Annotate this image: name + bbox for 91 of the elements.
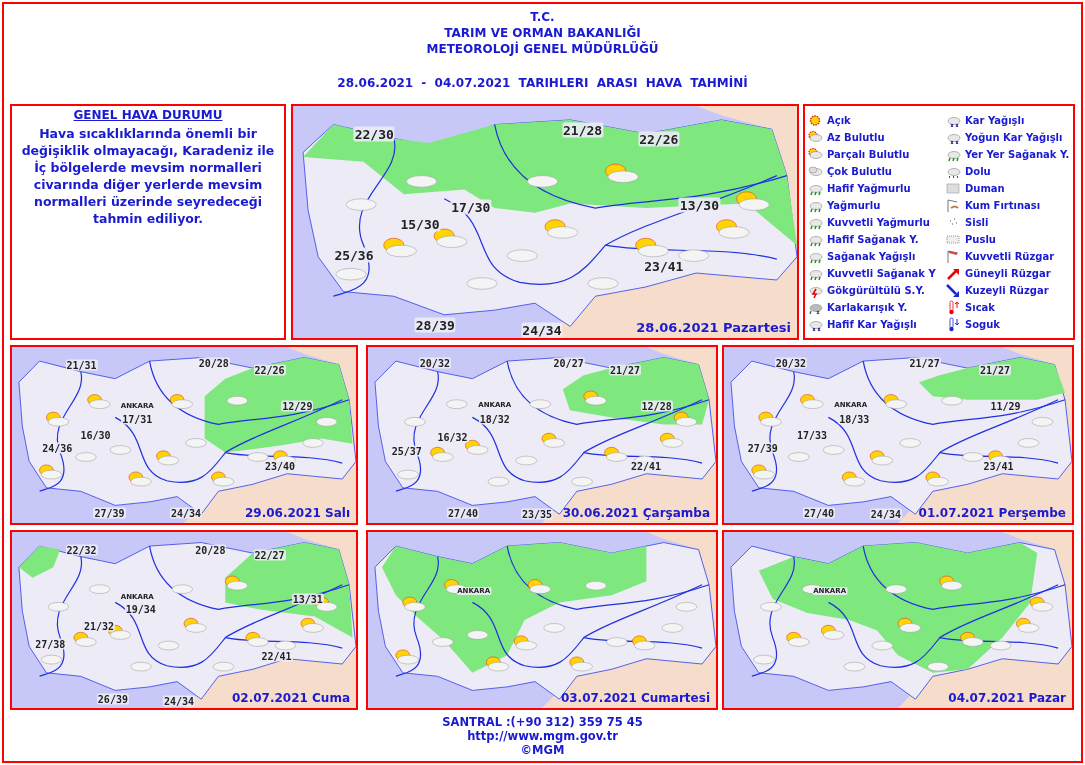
date-label: 03.07.2021 Cumartesi bbox=[560, 691, 710, 705]
legend-text: Yağmurlu bbox=[827, 200, 881, 211]
temperature-label: 19/34 bbox=[124, 603, 157, 615]
panel-heading: GENEL HAVA DURUMU bbox=[73, 108, 223, 122]
temperature-label: 21/27 bbox=[979, 364, 1012, 376]
forecast-paragraph: Hava sıcaklıklarında önemli bir değişiklik olmayacağı, Karadeniz ile İç bölgelerde mevsim normalleri civarında diğer yerlerde mevsim normalleri üzerinde seyredeceği tahmin ediliyor. bbox=[20, 125, 276, 227]
temperature-label: 16/32 bbox=[436, 431, 469, 443]
temperature-label: 24/36 bbox=[41, 442, 74, 454]
organization-name: TARIM VE ORMAN BAKANLIĞI bbox=[444, 26, 641, 40]
page-title: 28.06.2021 - 04.07.2021 TARIHLERI ARASI HAVA TAHMİNİ bbox=[337, 76, 748, 90]
web-address: http://www.mgm.gov.tr bbox=[467, 729, 618, 743]
temperature-label: 23/41 bbox=[982, 460, 1015, 472]
temperature-label: 20/32 bbox=[774, 357, 807, 369]
date-label: 28.06.2021 Pazartesi bbox=[636, 320, 791, 335]
temperature-label: 13/30 bbox=[678, 197, 720, 213]
temperature-label: 26/39 bbox=[96, 693, 129, 705]
temperature-label: 27/39 bbox=[93, 507, 126, 519]
temperature-label: 18/33 bbox=[838, 413, 871, 425]
date-label: 01.07.2021 Perşembe bbox=[918, 506, 1066, 520]
temperature-label: 24/34 bbox=[521, 322, 563, 338]
legend-text: Soguk bbox=[965, 319, 1000, 330]
legend-text: Duman bbox=[965, 183, 1005, 194]
legend-text: Kum Fırtınası bbox=[965, 200, 1041, 211]
legend-text: Güneyli Rüzgar bbox=[965, 268, 1051, 279]
temperature-label: 21/27 bbox=[908, 357, 941, 369]
temperature-label: 22/26 bbox=[253, 364, 286, 376]
temperature-label: 25/36 bbox=[333, 247, 375, 263]
legend-text: Sisli bbox=[965, 217, 989, 228]
legend-text: Kar Yağışlı bbox=[965, 115, 1025, 126]
temperature-label: 12/28 bbox=[640, 400, 673, 412]
temperature-label: 20/32 bbox=[418, 357, 451, 369]
legend-text: Dolu bbox=[965, 166, 991, 177]
legend-text: Kuvvetli Rüzgar bbox=[965, 251, 1055, 262]
temperature-label: 21/27 bbox=[608, 364, 641, 376]
temperature-label: 22/41 bbox=[630, 460, 663, 472]
temperature-label: 27/38 bbox=[34, 638, 67, 650]
legend-text: Açık bbox=[827, 115, 851, 126]
temperature-label: 18/32 bbox=[478, 413, 511, 425]
temperature-label: 17/33 bbox=[795, 429, 829, 441]
legend-text: Karlakarışık Y. bbox=[827, 302, 908, 313]
legend-text: Kuvvetli Sağanak Y bbox=[827, 268, 936, 279]
temperature-label: 22/32 bbox=[65, 544, 98, 556]
copyright-text: ©MGM bbox=[520, 743, 565, 757]
legend-text: Kuvvetli Yağmurlu bbox=[827, 217, 930, 228]
temperature-label: 27/39 bbox=[746, 442, 779, 454]
temperature-label: 28/39 bbox=[414, 317, 456, 333]
temperature-label: 22/27 bbox=[253, 549, 286, 561]
legend-text: Hafif Yağmurlu bbox=[827, 183, 911, 194]
legend-text: Kuzeyli Rüzgar bbox=[965, 285, 1049, 296]
temperature-label: 27/40 bbox=[447, 507, 480, 519]
temperature-label: 23/40 bbox=[263, 460, 296, 472]
temperature-label: 25/37 bbox=[390, 445, 423, 457]
legend-text: Puslu bbox=[965, 234, 996, 245]
temperature-label: 13/31 bbox=[291, 593, 324, 605]
temperature-label: 22/41 bbox=[260, 650, 293, 662]
legend-text: Çok Bulutlu bbox=[827, 166, 892, 177]
legend-text: Sıcak bbox=[965, 302, 995, 313]
temperature-label: 24/34 bbox=[869, 508, 902, 520]
temperature-label: 24/34 bbox=[163, 695, 196, 707]
temperature-label: 17/30 bbox=[450, 199, 492, 215]
temperature-label: 20/28 bbox=[194, 544, 227, 556]
legend-text: Yoğun Kar Yağışlı bbox=[965, 132, 1063, 143]
temperature-label: 11/29 bbox=[989, 400, 1022, 412]
legend-text: Gökgürültülü S.Y. bbox=[827, 285, 925, 296]
temperature-label: 22/26 bbox=[638, 131, 680, 147]
temperature-label: 21/28 bbox=[562, 122, 604, 138]
temperature-label: 21/31 bbox=[65, 359, 98, 371]
legend-text: Yer Yer Sağanak Y. bbox=[965, 149, 1070, 160]
temperature-label: 22/30 bbox=[353, 126, 395, 142]
forecast-summary-panel bbox=[10, 104, 286, 340]
date-label: 29.06.2021 Salı bbox=[244, 506, 350, 520]
temperature-label: 23/41 bbox=[643, 258, 685, 274]
date-label: 02.07.2021 Cuma bbox=[231, 691, 350, 705]
temperature-label: 20/28 bbox=[197, 357, 230, 369]
legend-text: Parçalı Bulutlu bbox=[827, 149, 910, 160]
temperature-label: 17/31 bbox=[121, 413, 154, 425]
organization-name: METEOROLOJİ GENEL MÜDÜRLÜĞÜ bbox=[426, 42, 659, 56]
temperature-label: 21/32 bbox=[82, 620, 116, 632]
temperature-label: 24/34 bbox=[169, 507, 203, 519]
date-label: 04.07.2021 Pazar bbox=[948, 691, 1066, 705]
temperature-label: 23/35 bbox=[520, 508, 553, 520]
temperature-label: 27/40 bbox=[803, 507, 836, 519]
legend-text: Hafif Kar Yağışlı bbox=[827, 319, 917, 330]
legend-text: Sağanak Yağışlı bbox=[827, 251, 916, 262]
header-text: T.C. bbox=[530, 10, 555, 24]
temperature-label: 20/27 bbox=[552, 357, 585, 369]
date-label: 30.06.2021 Çarşamba bbox=[562, 506, 710, 520]
temperature-label: 16/30 bbox=[79, 429, 112, 441]
legend-text: Hafif Sağanak Y. bbox=[827, 234, 919, 245]
temperature-label: 12/29 bbox=[281, 400, 314, 412]
legend-text: Az Bulutlu bbox=[827, 132, 885, 143]
